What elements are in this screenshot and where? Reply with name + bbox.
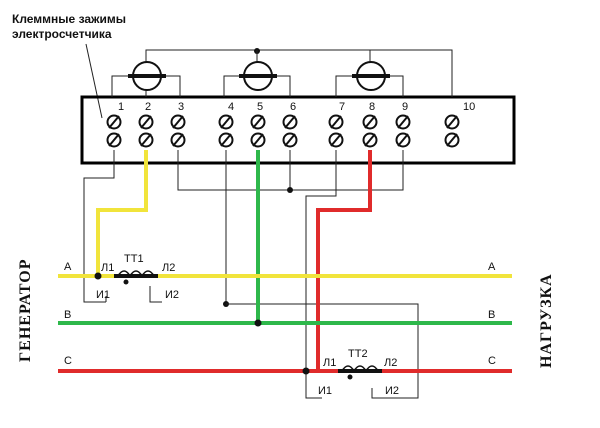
tt2-i1-label: И1 bbox=[318, 385, 332, 397]
tt1-name: ТТ1 bbox=[124, 253, 144, 265]
red-lead bbox=[316, 150, 372, 371]
screw-8-top bbox=[362, 114, 378, 130]
terminal-number-7: 7 bbox=[339, 101, 345, 113]
tt2-l2-label: Л2 bbox=[384, 357, 397, 369]
wire-tt1-i2 bbox=[149, 286, 162, 303]
terminal-number-3: 3 bbox=[178, 101, 184, 113]
phase-a-left-label: A bbox=[64, 261, 72, 273]
screw-1-bottom bbox=[106, 132, 122, 148]
neutral-junction-dot bbox=[287, 187, 293, 193]
terminal-number-4: 4 bbox=[228, 101, 234, 113]
screw-3-top bbox=[170, 114, 186, 130]
screw-10-bottom bbox=[444, 132, 460, 148]
terminal-number-2: 2 bbox=[145, 101, 151, 113]
wire-t1-to-i1 bbox=[83, 150, 115, 303]
screw-8-bottom bbox=[362, 132, 378, 148]
screw-2-bottom bbox=[138, 132, 154, 148]
screw-3-bottom bbox=[170, 132, 186, 148]
current-transformer-tt1: ТТ1 Л1 Л2 И1 И2 bbox=[96, 253, 179, 301]
yellow-lead bbox=[96, 150, 148, 276]
screw-7-top bbox=[328, 114, 344, 130]
tt2-i2-label: И2 bbox=[385, 385, 399, 397]
terminal-number-9: 9 bbox=[402, 101, 408, 113]
phase-b-left-label: B bbox=[64, 309, 71, 321]
wire-t7-to-tt2-i1 bbox=[305, 150, 337, 399]
terminal-number-8: 8 bbox=[369, 101, 375, 113]
screw-2-top bbox=[138, 114, 154, 130]
screw-4-bottom bbox=[218, 132, 234, 148]
screw-7-bottom bbox=[328, 132, 344, 148]
phase-b-right-label: B bbox=[488, 309, 495, 321]
tt1-i1-label: И1 bbox=[96, 289, 110, 301]
phase-c-right-label: C bbox=[488, 355, 496, 367]
phase-c-junction-dot bbox=[302, 367, 310, 375]
screw-6-bottom bbox=[282, 132, 298, 148]
title-pointer-line bbox=[85, 43, 103, 119]
meter-coil-1 bbox=[111, 61, 181, 97]
phase-c-left-label: C bbox=[64, 355, 72, 367]
phase-b-junction-dot bbox=[254, 319, 262, 327]
meter-coil-2 bbox=[223, 61, 291, 97]
title-line-1: Клеммные зажимы bbox=[12, 12, 126, 26]
screw-5-bottom bbox=[250, 132, 266, 148]
terminal-block bbox=[80, 95, 516, 165]
title-line-2: электросчетчика bbox=[12, 27, 112, 41]
phase-a-right-label: A bbox=[488, 261, 496, 273]
terminal-number-5: 5 bbox=[257, 101, 263, 113]
terminal-number-1: 1 bbox=[118, 101, 124, 113]
tt1-l1-label: Л1 bbox=[101, 262, 114, 274]
top-bus-wire bbox=[145, 49, 453, 97]
screw-9-top bbox=[395, 114, 411, 130]
load-label: НАГРУЗКА bbox=[538, 273, 555, 368]
terminal-number-10: 10 bbox=[463, 101, 475, 113]
phase-a-junction-dot bbox=[94, 272, 102, 280]
screw-4-top bbox=[218, 114, 234, 130]
screw-1-top bbox=[106, 114, 122, 130]
meter-coil-3 bbox=[335, 61, 404, 97]
screw-terminals bbox=[106, 114, 460, 148]
tt1-l2-label: Л2 bbox=[162, 262, 175, 274]
generator-label: ГЕНЕРАТОР bbox=[17, 258, 34, 362]
wire-t4-to-tt2 bbox=[226, 303, 419, 399]
screw-6-top bbox=[282, 114, 298, 130]
screw-10-top bbox=[444, 114, 460, 130]
screw-9-bottom bbox=[395, 132, 411, 148]
tt2-name: ТТ2 bbox=[348, 348, 368, 360]
screw-5-top bbox=[250, 114, 266, 130]
tt1-i2-label: И2 bbox=[165, 289, 179, 301]
tt2-l1-label: Л1 bbox=[323, 357, 336, 369]
terminal-number-6: 6 bbox=[290, 101, 296, 113]
current-transformer-tt2: ТТ2 Л1 Л2 И1 И2 bbox=[318, 348, 399, 397]
